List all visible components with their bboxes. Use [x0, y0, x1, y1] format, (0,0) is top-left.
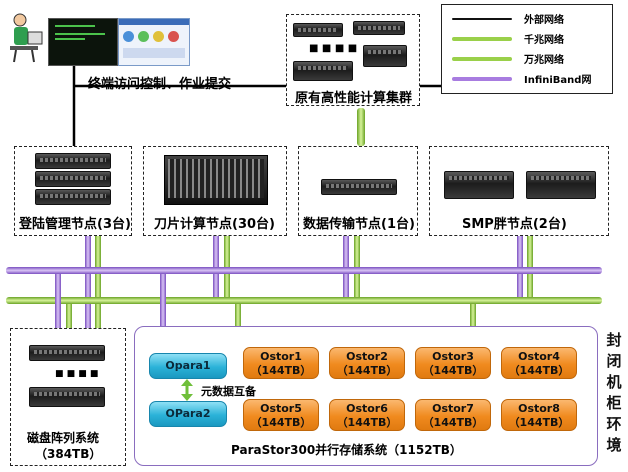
ib-drop-disk	[55, 274, 61, 328]
opara-node-2: OPara2	[149, 401, 227, 427]
disk-array-group: ■ ■ ■ ■ 磁盘阵列系统 （384TB）	[10, 328, 126, 466]
hpc-server-icon	[363, 45, 407, 67]
side-label-char: 柜	[606, 394, 622, 412]
ostor-node: Ostor8 （144TB）	[501, 399, 577, 431]
infiniband-bus	[6, 267, 602, 274]
ostor-name: Ostor3	[432, 350, 474, 363]
ostor-node: Ostor2 （144TB）	[329, 347, 405, 379]
hpc-cluster-group: ■ ■ ■ ■ 原有高性能计算集群	[286, 14, 420, 106]
side-label-char: 封	[606, 331, 622, 349]
hpc-server-icon	[353, 21, 405, 35]
metadata-mutual-backup-label: 元数据互备	[201, 385, 256, 398]
smp-server-icon	[526, 171, 596, 199]
login-server-icon	[35, 153, 111, 169]
transfer-server-icon	[321, 179, 397, 195]
side-label-char: 闭	[606, 352, 622, 370]
legend-label: 外部网络	[524, 15, 564, 26]
ostor-name: Ostor2	[346, 350, 388, 363]
ostor-capacity: （144TB）	[250, 364, 312, 377]
metadata-sync-arrow	[181, 379, 193, 401]
terminal-console-screenshot	[48, 18, 118, 66]
side-label-char: 环	[606, 415, 622, 433]
hpc-server-icon	[293, 61, 353, 81]
disk-array-capacity: （384TB）	[35, 447, 102, 461]
ostor-name: Ostor7	[432, 402, 474, 415]
ostor-capacity: （144TB）	[422, 364, 484, 377]
ostor-capacity: （144TB）	[422, 416, 484, 429]
legend-label: 千兆网络	[524, 35, 564, 46]
legend-label: InfiniBand网	[524, 75, 592, 86]
user-workstation-icon	[6, 10, 46, 64]
legend-swatch	[452, 77, 512, 81]
ellipsis-icon: ■ ■ ■ ■	[309, 43, 358, 54]
login-node-group: 登陆管理节点(3台)	[14, 146, 132, 236]
enclosed-cabinet-label: 封 闭 机 柜 环 境	[603, 330, 625, 456]
hpc-cluster-label: 原有高性能计算集群	[295, 91, 413, 106]
ostor-name: Ostor8	[518, 402, 560, 415]
ostor-node: Ostor6 （144TB）	[329, 399, 405, 431]
login-server-icon	[35, 171, 111, 187]
legend-swatch	[452, 18, 512, 20]
transfer-node-group: 数据传输节点(1台)	[298, 146, 418, 236]
ostor-capacity: （144TB）	[336, 416, 398, 429]
gb-drop-login	[95, 236, 101, 328]
smp-node-group: SMP胖节点(2台)	[429, 146, 609, 236]
disk-array-label: 磁盘阵列系统	[27, 431, 100, 445]
transfer-node-label: 数据传输节点(1台)	[303, 217, 415, 232]
gb-drop-disk	[66, 304, 72, 328]
smp-node-label: SMP胖节点(2台)	[462, 217, 567, 232]
legend-swatch	[452, 57, 512, 61]
legend-label: 万兆网络	[524, 55, 564, 66]
ostor-node: Ostor1 （144TB）	[243, 347, 319, 379]
ostor-name: Ostor6	[346, 402, 388, 415]
ostor-node: Ostor3 （144TB）	[415, 347, 491, 379]
legend: 外部网络 千兆网络 万兆网络 InfiniBand网	[441, 4, 613, 94]
hpc-server-icon	[293, 23, 343, 37]
hpc-link-line	[357, 108, 365, 146]
gb-drop-storage-b	[470, 304, 476, 326]
ib-drop-storage	[160, 274, 166, 326]
parastor-title: ParaStor300并行存储系统（1152TB）	[231, 443, 462, 457]
login-node-label: 登陆管理节点(3台)	[19, 217, 131, 232]
opara-node-1: Opara1	[149, 353, 227, 379]
disk-array-server-icon	[29, 387, 105, 407]
gigabit-bus	[6, 297, 602, 304]
ostor-capacity: （144TB）	[250, 416, 312, 429]
ellipsis-icon: ■ ■ ■ ■	[55, 369, 99, 379]
ib-drop-login	[85, 236, 91, 328]
login-server-icon	[35, 189, 111, 205]
disk-array-server-icon	[29, 345, 105, 361]
ostor-name: Ostor4	[518, 350, 560, 363]
monitoring-dashboard-screenshot	[118, 18, 190, 66]
ostor-capacity: （144TB）	[336, 364, 398, 377]
side-label-char: 机	[606, 373, 622, 391]
blade-node-group: 刀片计算节点(30台)	[143, 146, 287, 236]
blade-node-label: 刀片计算节点(30台)	[154, 217, 275, 232]
gb-drop-storage-a	[235, 304, 241, 326]
ostor-node: Ostor4 （144TB）	[501, 347, 577, 379]
ostor-name: Ostor5	[260, 402, 302, 415]
legend-swatch	[452, 37, 512, 41]
ostor-node: Ostor5 （144TB）	[243, 399, 319, 431]
terminal-label: 终端访问控制、作业提交	[88, 77, 232, 92]
ostor-name: Ostor1	[260, 350, 302, 363]
ostor-capacity: （144TB）	[508, 364, 570, 377]
ostor-node: Ostor7 （144TB）	[415, 399, 491, 431]
smp-server-icon	[444, 171, 514, 199]
parastor-storage-group: Opara1 OPara2 元数据互备 Ostor1 （144TB） Ostor…	[134, 326, 598, 466]
side-label-char: 境	[606, 436, 622, 454]
blade-chassis-icon	[164, 155, 268, 205]
ostor-capacity: （144TB）	[508, 416, 570, 429]
